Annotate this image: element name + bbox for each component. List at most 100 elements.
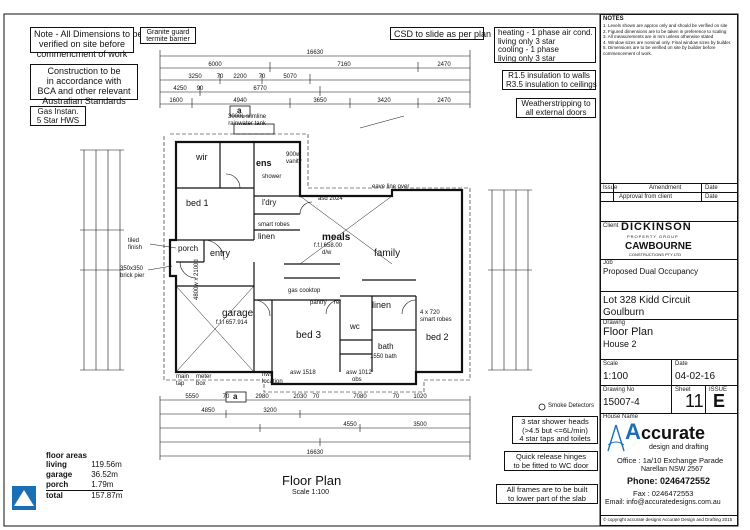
area-name: porch (46, 480, 69, 489)
area-name: living (46, 460, 67, 469)
dishwasher-label: d/w (322, 250, 332, 256)
issue-value: E (713, 391, 726, 411)
job-label: Job (603, 260, 613, 266)
room-family: family (374, 248, 401, 259)
smart-robes-label: smart robes (258, 222, 290, 228)
copyright-text: © copyright accurate designs Accurate De… (603, 517, 733, 522)
issue-row-bottom (601, 201, 737, 202)
company-suburb: Narellan NSW 2567 (641, 466, 703, 473)
bath-size-note: 1550 bath (370, 354, 397, 360)
garage-ffl: f.f.l 657.914 (216, 320, 248, 326)
door-asd-2024: asd 2024 (318, 196, 343, 202)
sheet-value: 11 (685, 391, 704, 411)
client-dickinson-sub: PROPERTY GROUP (627, 234, 679, 239)
room-bed2: bed 2 (426, 332, 449, 342)
room-ens: ens (256, 158, 272, 168)
room-entry: entry (210, 248, 231, 258)
note-csd-box: CSD to slide as per plan (390, 27, 491, 40)
room-porch: porch (178, 244, 199, 253)
top-dimension-lines (159, 50, 471, 108)
company-office: Office : 1a/10 Exchange Parade (617, 456, 724, 465)
client-row (601, 221, 737, 222)
job-row (601, 259, 737, 260)
section-markers (225, 105, 251, 403)
house-name-label: House Name (603, 414, 639, 420)
company-name: ccurate (641, 423, 706, 443)
company-a: A (625, 419, 641, 444)
area-row: living 119.56m (46, 460, 123, 470)
company-tagline: design and drafting (649, 444, 709, 451)
notes-heading: NOTES (603, 16, 624, 22)
sheet-border (3, 13, 739, 527)
room-linen-top: linen (258, 232, 275, 241)
pantry-label: pantry (310, 300, 327, 306)
note-item: 5. Dimensions are to be verified on site… (603, 45, 716, 56)
area-value: 157.87m (90, 490, 124, 501)
plan-title: Floor Plan (282, 473, 342, 488)
drawing-no-value: 15007-4 (603, 397, 640, 408)
issue-row-top (601, 183, 737, 184)
copyright-row (601, 515, 737, 516)
room-garage: garage (222, 308, 254, 319)
smoke-detectors-legend: Smoke Detectors (548, 403, 595, 409)
scale-row (601, 359, 737, 360)
drawing-no-label: Drawing No (603, 387, 635, 393)
external-walls (168, 140, 464, 386)
issue-label: Issue (603, 185, 618, 191)
notes-list: 1. Levels shown are approx only and shou… (603, 23, 735, 56)
meals-ffl: f.f.l 658.00 (314, 243, 343, 249)
room-bath: bath (378, 342, 394, 351)
area-row: porch 1.79m (46, 480, 123, 491)
title-block: NOTES 1. Levels shown are approx only an… (600, 14, 738, 526)
floor-areas-title: floor areas (46, 451, 87, 460)
drawing-name-2: House 2 (603, 339, 637, 349)
date-value: 04-02-16 (675, 371, 716, 382)
drawing-label: Drawing (603, 320, 626, 326)
room-wir: wir (196, 152, 208, 162)
smoke-detector-symbol (538, 403, 546, 411)
address-line-2: Goulburn (603, 307, 645, 318)
address-line-1: Lot 328 Kidd Circuit (603, 295, 691, 306)
scale-value: 1:100 (603, 371, 629, 382)
area-name: total (46, 490, 91, 501)
company-email: Email: info@accuratedesigns.com.au (605, 499, 721, 506)
meals-slab-lines (299, 195, 393, 265)
obs-note: obs (352, 377, 362, 383)
left-dimension-lines (80, 149, 124, 371)
area-value: 119.56m (91, 460, 122, 469)
area-value: 1.79m (91, 480, 114, 489)
room-bed1: bed 1 (186, 198, 209, 208)
room-wc: wc (350, 322, 360, 331)
house-name-row (601, 413, 737, 414)
room-bed3: bed 3 (296, 330, 322, 341)
client-cawbourne: CAWBOURNE (625, 241, 692, 252)
internal-walls (176, 142, 417, 384)
issue-row-mid (601, 192, 737, 193)
door-swings (179, 173, 417, 317)
plan-scale: Scale 1:100 (292, 489, 329, 496)
scale-label: Scale (603, 361, 619, 367)
room-linen-bottom: linen (372, 300, 392, 310)
company-fax: Fax : 0246472553 (633, 489, 694, 498)
client-dickinson: DICKINSON (621, 221, 692, 233)
note-item: 1. Levels shown are approx only and shou… (603, 23, 728, 28)
right-dimension-lines (488, 189, 532, 371)
section-mark-top: a (237, 106, 242, 115)
company-phone: Phone: 0246472552 (627, 476, 711, 486)
area-value: 36.52m (91, 470, 118, 479)
